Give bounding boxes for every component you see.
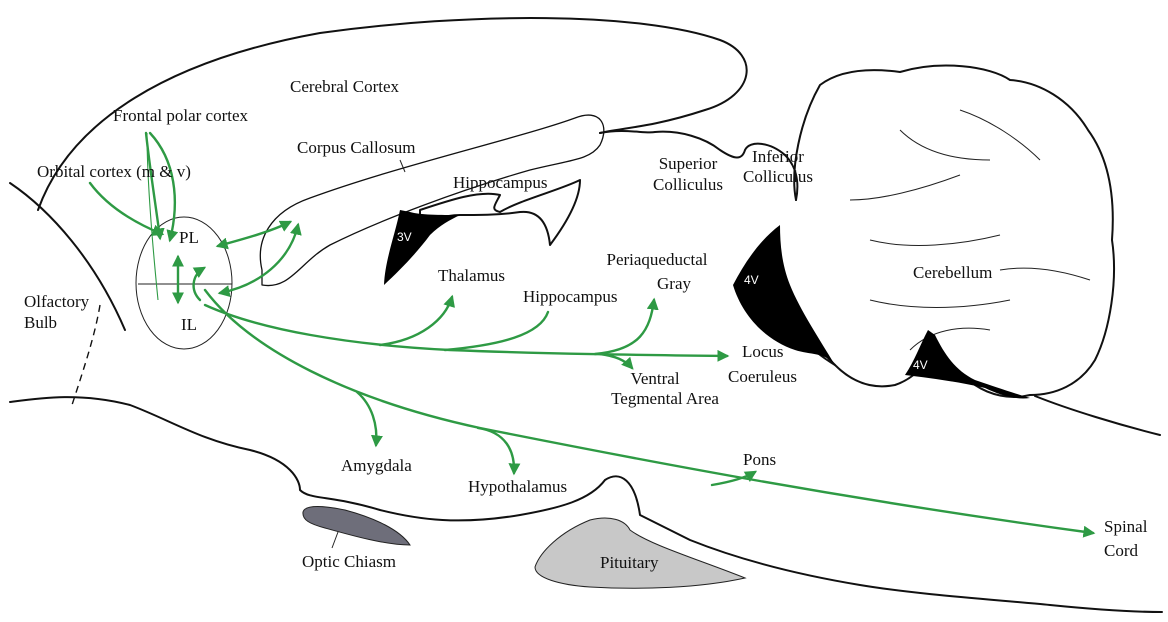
- label-inferior-colliculus-1: Inferior: [752, 147, 804, 166]
- label-locus-coeruleus-2: Coeruleus: [728, 367, 797, 386]
- label-il: IL: [181, 315, 197, 334]
- label-pag-1: Periaqueductal: [606, 250, 707, 269]
- label-spinal-cord-2: Cord: [1104, 541, 1139, 560]
- label-spinal-cord-1: Spinal: [1104, 517, 1148, 536]
- label-optic-chiasm: Optic Chiasm: [302, 552, 396, 571]
- label-amygdala: Amygdala: [341, 456, 412, 475]
- projection-arrows: [90, 133, 1093, 533]
- label-inferior-colliculus-2: Colliculus: [743, 167, 813, 186]
- label-frontal-polar-cortex: Frontal polar cortex: [113, 106, 249, 125]
- arrow-frontal-polar-to-pl: [146, 133, 160, 238]
- label-fourth-ventricle-a: 4V: [744, 273, 759, 287]
- arrow-pl-callosum: [218, 222, 290, 246]
- label-hippocampus-upper: Hippocampus: [453, 173, 547, 192]
- arrow-to-vta: [600, 354, 632, 368]
- label-locus-coeruleus-1: Locus: [742, 342, 784, 361]
- arrow-to-amygdala: [357, 392, 376, 445]
- label-corpus-callosum: Corpus Callosum: [297, 138, 416, 157]
- label-cerebral-cortex: Cerebral Cortex: [290, 77, 400, 96]
- arrow-to-pag: [595, 300, 654, 354]
- optic-chiasm-pointer: [332, 532, 338, 548]
- label-pag-2: Gray: [657, 274, 691, 293]
- label-superior-colliculus-1: Superior: [659, 154, 718, 173]
- label-fourth-ventricle-b: 4V: [913, 358, 928, 372]
- label-pituitary: Pituitary: [600, 553, 659, 572]
- label-hippocampus-lower: Hippocampus: [523, 287, 617, 306]
- label-cerebellum: Cerebellum: [913, 263, 992, 282]
- cerebellum-outline: [780, 66, 1114, 397]
- olfactory-boundary: [72, 305, 100, 405]
- label-thalamus: Thalamus: [438, 266, 505, 285]
- label-superior-colliculus-2: Colliculus: [653, 175, 723, 194]
- arrow-to-hippocampus: [445, 312, 548, 350]
- cerebellum-folia: [850, 110, 1090, 350]
- label-vta-2: Tegmental Area: [611, 389, 719, 408]
- label-olfactory-bulb-1: Olfactory: [24, 292, 90, 311]
- callosum-tick: [400, 160, 405, 172]
- label-third-ventricle: 3V: [397, 230, 412, 244]
- label-olfactory-bulb-2: Bulb: [24, 313, 57, 332]
- arrow-to-thalamus: [380, 297, 452, 345]
- label-orbital-cortex: Orbital cortex (m & v): [37, 162, 191, 181]
- label-vta-1: Ventral: [630, 369, 679, 388]
- arrow-to-spinal: [205, 290, 1093, 533]
- label-pl: PL: [179, 228, 199, 247]
- label-pons: Pons: [743, 450, 776, 469]
- label-hypothalamus: Hypothalamus: [468, 477, 567, 496]
